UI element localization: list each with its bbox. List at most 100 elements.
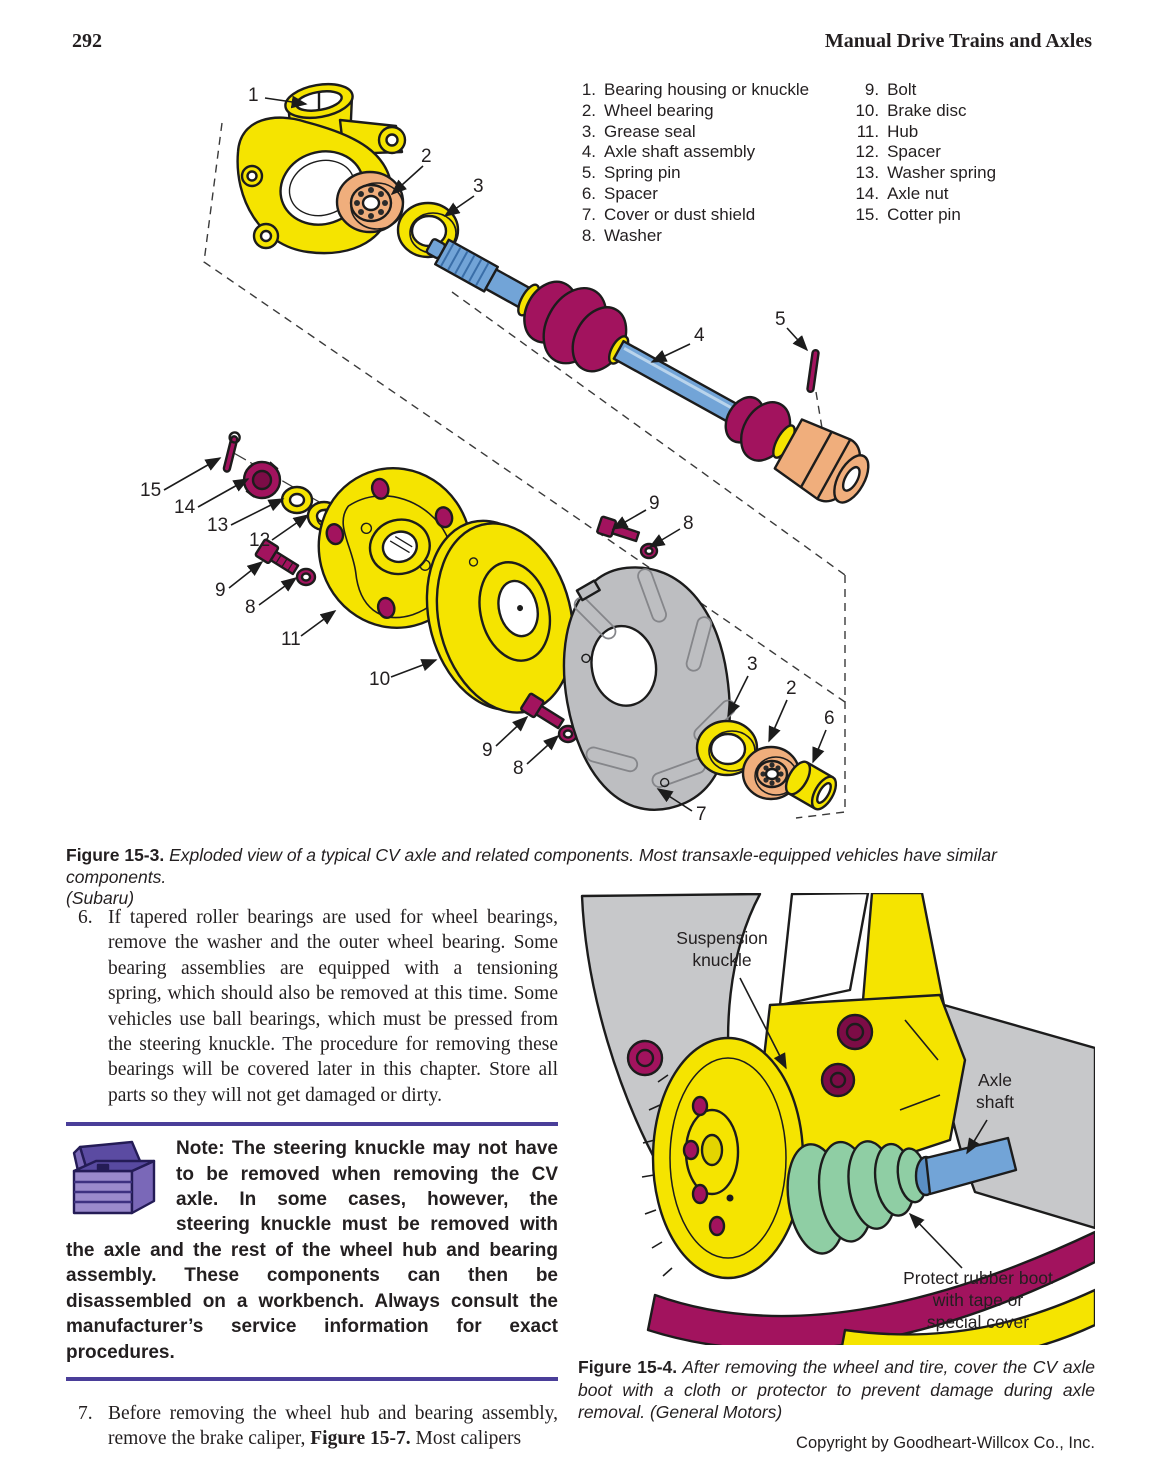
callout-8c: 8 xyxy=(683,513,694,534)
label-axle-shaft: Axle xyxy=(978,1070,1012,1090)
part-label: Axle nut xyxy=(887,183,949,203)
part-spring-pin xyxy=(806,348,820,394)
callout-11: 11 xyxy=(281,629,301,650)
list-item: 12. Spacer xyxy=(845,142,996,163)
label-protect-boot-2: with tape or xyxy=(932,1290,1024,1310)
list-item: 13. Washer spring xyxy=(845,163,996,184)
body-bolt xyxy=(626,1039,664,1077)
callout-8b: 8 xyxy=(513,758,524,779)
list-item: 4. Axle shaft assembly xyxy=(562,142,809,163)
part-label: Cotter pin xyxy=(887,204,961,224)
figure-15-4-caption: Figure 15-4. After removing the wheel an… xyxy=(578,1356,1095,1424)
callout-9a: 9 xyxy=(215,580,226,601)
part-grease-seal-right xyxy=(695,719,759,777)
part-wheel-bearing xyxy=(335,170,405,234)
part-label: Brake disc xyxy=(887,100,967,120)
part-num: 3. xyxy=(581,121,596,141)
parts-column-2: 9.Bolt 10.Brake disc 11.Hub 12.Spacer 13… xyxy=(845,80,996,246)
part-washer-left xyxy=(295,567,317,587)
suspension-knuckle-part xyxy=(760,993,967,1170)
figure-15-3-parts-list: 1.Bearing housing or knuckle 2.Wheel bea… xyxy=(562,80,996,246)
part-num: 8. xyxy=(581,225,596,245)
part-label: Spacer xyxy=(887,142,941,162)
step-text-pre: Before removing the wheel hub and bearin… xyxy=(108,1402,558,1450)
part-label: Washer xyxy=(604,225,662,245)
part-num: 1. xyxy=(581,80,596,99)
part-num: 7. xyxy=(581,204,596,224)
part-bolt-bottom xyxy=(520,692,565,730)
note-box: Note: The steering knuckle may not have … xyxy=(66,1122,558,1381)
callout-numbers: 1 2 3 4 5 15 14 13 12 9 8 11 10 9 8 9 8 … xyxy=(140,85,835,825)
callout-10: 10 xyxy=(369,669,390,690)
callout-12: 12 xyxy=(249,530,270,551)
list-item: 7. Cover or dust shield xyxy=(562,205,809,226)
page-header: 292 Manual Drive Trains and Axles xyxy=(72,30,1092,53)
part-spacer-6 xyxy=(784,760,838,811)
callout-1: 1 xyxy=(248,85,259,106)
part-washer-upper-right xyxy=(639,542,659,560)
part-axle-shaft-assembly xyxy=(425,238,870,504)
axle-shaft-part xyxy=(914,1136,1018,1197)
part-num: 9. xyxy=(864,80,880,99)
figure-label: Figure 15-4. xyxy=(578,1357,678,1377)
part-cotter-pin xyxy=(222,431,241,473)
numbered-step-6: 6. If tapered roller bearings are used f… xyxy=(66,905,558,1108)
note-text: Note: The steering knuckle may not have … xyxy=(66,1138,558,1363)
part-dust-shield xyxy=(562,566,737,811)
callout-2: 2 xyxy=(421,146,432,167)
left-text-column: 6. If tapered roller bearings are used f… xyxy=(66,905,558,1452)
callout-7: 7 xyxy=(696,804,707,825)
callout-15: 15 xyxy=(140,480,161,501)
part-num: 12. xyxy=(855,142,880,162)
callout-9c: 9 xyxy=(649,493,660,514)
figure-15-4-illustration: Suspension knuckle Axle shaft Protect ru… xyxy=(580,891,1097,1364)
list-item: 8. Washer xyxy=(562,226,809,247)
part-brake-disc xyxy=(425,519,575,714)
part-num: 4. xyxy=(581,142,596,162)
part-num: 6. xyxy=(581,183,596,203)
callout-5: 5 xyxy=(775,309,786,330)
caption-text: After removing the wheel and tire, cover… xyxy=(578,1357,1095,1422)
step-number: 6. xyxy=(78,907,93,928)
label-suspension-knuckle: Suspension xyxy=(676,928,767,948)
toolbox-icon xyxy=(72,1141,156,1215)
part-label: Bolt xyxy=(887,80,917,99)
label-protect-boot-3: special cover xyxy=(927,1312,1029,1332)
right-column: Suspension knuckle Axle shaft Protect ru… xyxy=(578,891,1097,1453)
part-num: 14. xyxy=(855,183,880,203)
part-axle-nut xyxy=(242,460,282,500)
figure4-labels: Suspension knuckle Axle shaft Protect ru… xyxy=(676,928,1053,1332)
step-text-post: Most calipers xyxy=(410,1428,522,1450)
callout-3: 3 xyxy=(473,176,484,197)
part-label: Washer spring xyxy=(887,163,997,183)
part-label: Grease seal xyxy=(604,121,696,141)
caption-credit: (Subaru) xyxy=(66,888,135,908)
callout-9b: 9 xyxy=(482,740,493,761)
part-label: Cover or dust shield xyxy=(604,204,756,224)
part-label: Spring pin xyxy=(604,163,681,183)
figure-label: Figure 15-3. xyxy=(66,845,165,865)
part-num: 5. xyxy=(581,163,596,183)
callout-6: 6 xyxy=(824,708,835,729)
label-suspension-knuckle-2: knuckle xyxy=(692,950,751,970)
figure-15-3-diagram: 1 2 3 4 5 15 14 13 12 9 8 11 10 9 8 9 8 … xyxy=(140,82,870,825)
part-num: 2. xyxy=(581,100,596,120)
part-num: 15. xyxy=(855,204,880,224)
strut xyxy=(860,891,946,1014)
part-bolt-upper-right xyxy=(596,515,641,543)
part-num: 11. xyxy=(856,121,880,141)
label-protect-boot: Protect rubber boot xyxy=(903,1268,1053,1288)
part-label: Spacer xyxy=(604,183,658,203)
figure4-arrows xyxy=(739,977,988,1269)
step-number: 7. xyxy=(78,1402,93,1424)
list-item: 6. Spacer xyxy=(562,184,809,205)
part-num: 13. xyxy=(855,163,880,183)
brake-rotor xyxy=(641,1036,805,1280)
callout-14: 14 xyxy=(174,497,196,518)
part-label: Axle shaft assembly xyxy=(604,142,756,162)
list-item: 15. Cotter pin xyxy=(845,205,996,226)
cv-boot xyxy=(786,1140,928,1255)
step-text: If tapered roller bearings are used for … xyxy=(108,907,558,1106)
list-item: 9. Bolt xyxy=(845,80,996,101)
